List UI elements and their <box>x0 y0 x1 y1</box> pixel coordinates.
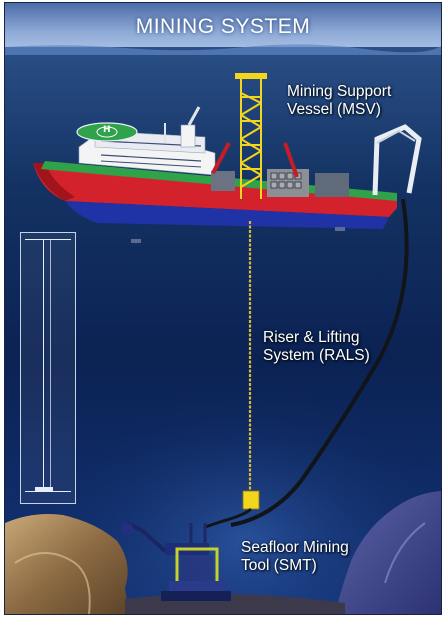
seafloor-mining-tool <box>121 521 231 601</box>
crane-red-right <box>283 142 299 178</box>
smt-label-line-1: Seafloor Mining <box>241 539 349 556</box>
rals-label-line-1: Riser & Lifting <box>263 329 360 346</box>
seafloor-rock-left <box>5 514 129 614</box>
depth-profile-inset <box>20 232 76 504</box>
ship-mast <box>187 106 201 126</box>
msv-label: Mining Support Vessel (MSV) <box>287 83 391 119</box>
lift-pump-buffer <box>242 490 260 510</box>
helipad-mark: H <box>103 125 111 135</box>
diagram-title: MINING SYSTEM <box>135 15 311 38</box>
seafloor-rock-right <box>335 491 441 614</box>
smt-boom-arm <box>126 521 167 553</box>
crane-red-left <box>211 142 231 174</box>
flexible-hose <box>230 198 409 527</box>
ship-funnel <box>180 124 196 148</box>
rals-label-line-2: System (RALS) <box>263 346 370 364</box>
stern-a-frame <box>372 124 422 196</box>
ship-hull-blue <box>65 201 389 229</box>
smt-label-line-2: Tool (SMT) <box>241 556 317 574</box>
msv-label-line-2: Vessel (MSV) <box>287 100 381 118</box>
sea-surface <box>5 44 441 55</box>
jumper-hose <box>204 507 253 529</box>
helipad <box>76 122 138 142</box>
sky <box>5 3 441 51</box>
smt-label: Seafloor Mining Tool (SMT) <box>241 539 349 575</box>
ship-bow-shade <box>33 163 75 201</box>
rals-label: Riser & Lifting System (RALS) <box>263 329 370 365</box>
mining-system-illustration <box>5 3 441 614</box>
mining-support-vessel <box>33 73 422 243</box>
msv-label-line-1: Mining Support <box>287 83 392 100</box>
deck-machinery <box>211 171 235 191</box>
diagram-frame: MINING SYSTEM Mining Support Vessel (MSV… <box>4 2 442 615</box>
